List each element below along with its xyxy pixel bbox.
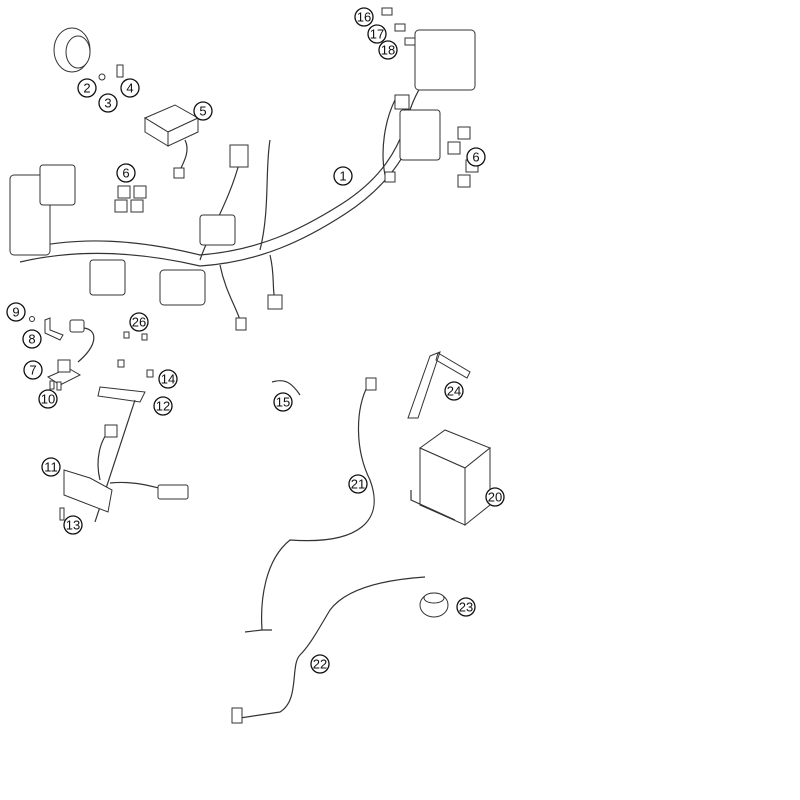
- svg-text:16: 16: [357, 10, 371, 25]
- svg-text:6: 6: [122, 166, 129, 181]
- svg-text:2: 2: [83, 81, 90, 96]
- svg-text:21: 21: [351, 477, 365, 492]
- fuses: [381, 7, 416, 46]
- callout-1: 1: [333, 166, 353, 186]
- svg-text:23: 23: [459, 600, 473, 615]
- callout-21: 21: [348, 474, 368, 494]
- svg-text:12: 12: [156, 399, 170, 414]
- svg-text:6: 6: [472, 150, 479, 165]
- battery-cable: [244, 384, 375, 633]
- callout-24: 24: [444, 381, 464, 401]
- callout-14: 14: [158, 369, 178, 389]
- battery: [410, 429, 491, 527]
- callout-15: 15: [273, 392, 293, 412]
- svg-text:3: 3: [104, 96, 111, 111]
- svg-text:22: 22: [313, 657, 327, 672]
- svg-text:13: 13: [66, 518, 80, 533]
- callout-4: 4: [120, 78, 140, 98]
- callout-10: 10: [38, 389, 58, 409]
- starter-relay: [29, 316, 95, 391]
- svg-text:15: 15: [276, 395, 290, 410]
- svg-text:8: 8: [28, 332, 35, 347]
- voltage-regulator: [59, 386, 189, 523]
- main-wiring-harness: [9, 29, 476, 331]
- callout-6-right: 6: [466, 147, 486, 167]
- control-unit: [143, 104, 200, 179]
- callout-20: 20: [485, 487, 505, 507]
- callout-22: 22: [310, 654, 330, 674]
- relays-left: [114, 185, 147, 213]
- callout-8: 8: [22, 329, 42, 349]
- svg-text:1: 1: [339, 169, 346, 184]
- starter-cable: [239, 576, 426, 719]
- callout-5: 5: [193, 101, 213, 121]
- svg-text:14: 14: [161, 372, 175, 387]
- svg-text:9: 9: [12, 305, 19, 320]
- nuts-screws: [117, 331, 154, 378]
- callout-11: 11: [41, 457, 61, 477]
- callout-23: 23: [456, 597, 476, 617]
- ground-cable-short: [271, 380, 301, 396]
- svg-text:4: 4: [126, 81, 133, 96]
- callout-18: 18: [378, 40, 398, 60]
- callout-2: 2: [77, 78, 97, 98]
- svg-text:10: 10: [41, 392, 55, 407]
- callout-7: 7: [23, 360, 43, 380]
- callout-16: 16: [354, 7, 374, 27]
- svg-text:7: 7: [29, 363, 36, 378]
- svg-text:17: 17: [370, 27, 384, 42]
- callout-9: 9: [6, 302, 26, 322]
- battery-strap: [407, 351, 471, 419]
- horn: [53, 27, 124, 81]
- svg-text:5: 5: [199, 104, 206, 119]
- callout-26: 26: [129, 312, 149, 332]
- callout-13: 13: [63, 515, 83, 535]
- callout-12: 12: [153, 396, 173, 416]
- starter-solenoid: [419, 592, 449, 618]
- callout-17: 17: [367, 24, 387, 44]
- svg-text:26: 26: [132, 315, 146, 330]
- svg-text:24: 24: [447, 384, 461, 399]
- svg-text:20: 20: [488, 490, 502, 505]
- svg-text:18: 18: [381, 43, 395, 58]
- callout-3: 3: [98, 93, 118, 113]
- svg-text:11: 11: [44, 460, 58, 475]
- callout-6-left: 6: [116, 163, 136, 183]
